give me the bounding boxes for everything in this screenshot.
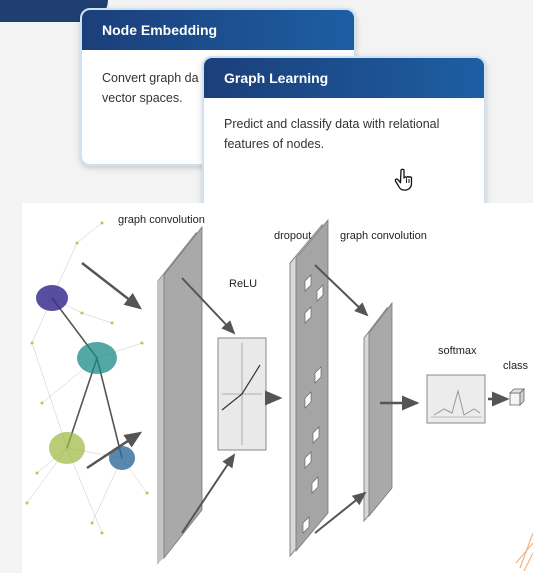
node-embedding-description: Convert graph da vector spaces.	[82, 50, 354, 126]
graph-learning-text: Predict and classify data with relationa…	[224, 117, 440, 151]
node-embedding-title: Node Embedding	[82, 10, 354, 50]
class-output-cube	[509, 388, 525, 406]
softmax-box	[426, 374, 486, 424]
node-embedding-text: Convert graph da vector spaces.	[102, 71, 199, 105]
gcn-diagram-svg: graph convolution ReLU	[25, 214, 533, 572]
graph-convolution-layer-1	[157, 225, 203, 565]
graph-learning-card[interactable]: Graph Learning Predict and classify data…	[202, 56, 486, 217]
graph-learning-description: Predict and classify data with relationa…	[204, 98, 484, 172]
graph-convolution-layer-2	[363, 301, 393, 523]
hand-pointer-icon	[394, 168, 413, 191]
class-label: class	[503, 360, 529, 372]
softmax-label: softmax	[438, 345, 477, 357]
dropout-label: dropout	[274, 230, 311, 242]
graph-convolution-label-1: graph convolution	[118, 214, 205, 226]
relu-box	[217, 337, 267, 451]
graph-learning-title: Graph Learning	[204, 58, 484, 98]
gcn-diagram: graph convolution ReLU	[22, 203, 533, 573]
corner-accent	[515, 532, 533, 572]
relu-label: ReLU	[229, 278, 257, 290]
network-graph	[25, 221, 149, 535]
dropout-layer	[289, 218, 329, 558]
graph-convolution-label-2: graph convolution	[340, 230, 427, 242]
